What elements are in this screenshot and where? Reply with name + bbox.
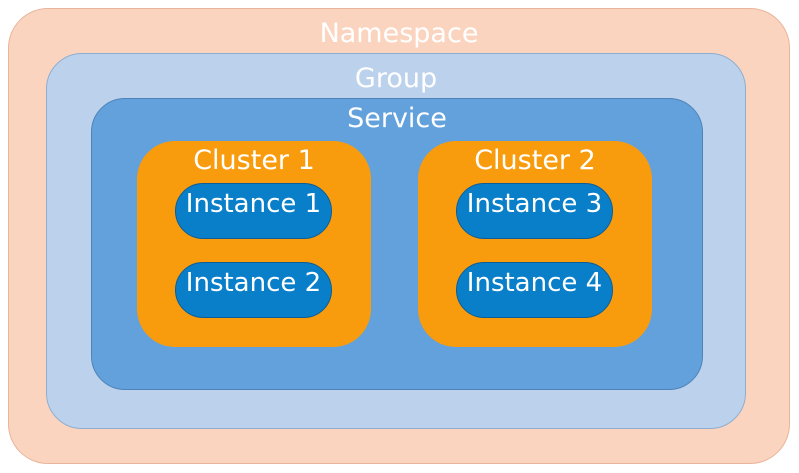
instance-1-node: Instance 1 [175, 183, 332, 239]
cluster-1-label: Cluster 1 [193, 145, 315, 176]
instance-4-node: Instance 4 [456, 262, 613, 318]
instance-3-node: Instance 3 [456, 183, 613, 239]
cluster-2-box: Cluster 2 Instance 3 Instance 4 [418, 141, 652, 347]
instance-2-node: Instance 2 [175, 262, 332, 318]
namespace-box: Namespace Group Service Cluster 1 Instan… [8, 8, 790, 464]
namespace-label: Namespace [319, 18, 479, 49]
group-box: Group Service Cluster 1 Instance 1 Insta… [46, 53, 746, 429]
cluster-1-box: Cluster 1 Instance 1 Instance 2 [137, 141, 371, 347]
service-box: Service Cluster 1 Instance 1 Instance 2 … [91, 98, 703, 390]
cluster-2-label: Cluster 2 [474, 145, 596, 176]
group-label: Group [354, 63, 438, 94]
service-label: Service [347, 103, 447, 134]
